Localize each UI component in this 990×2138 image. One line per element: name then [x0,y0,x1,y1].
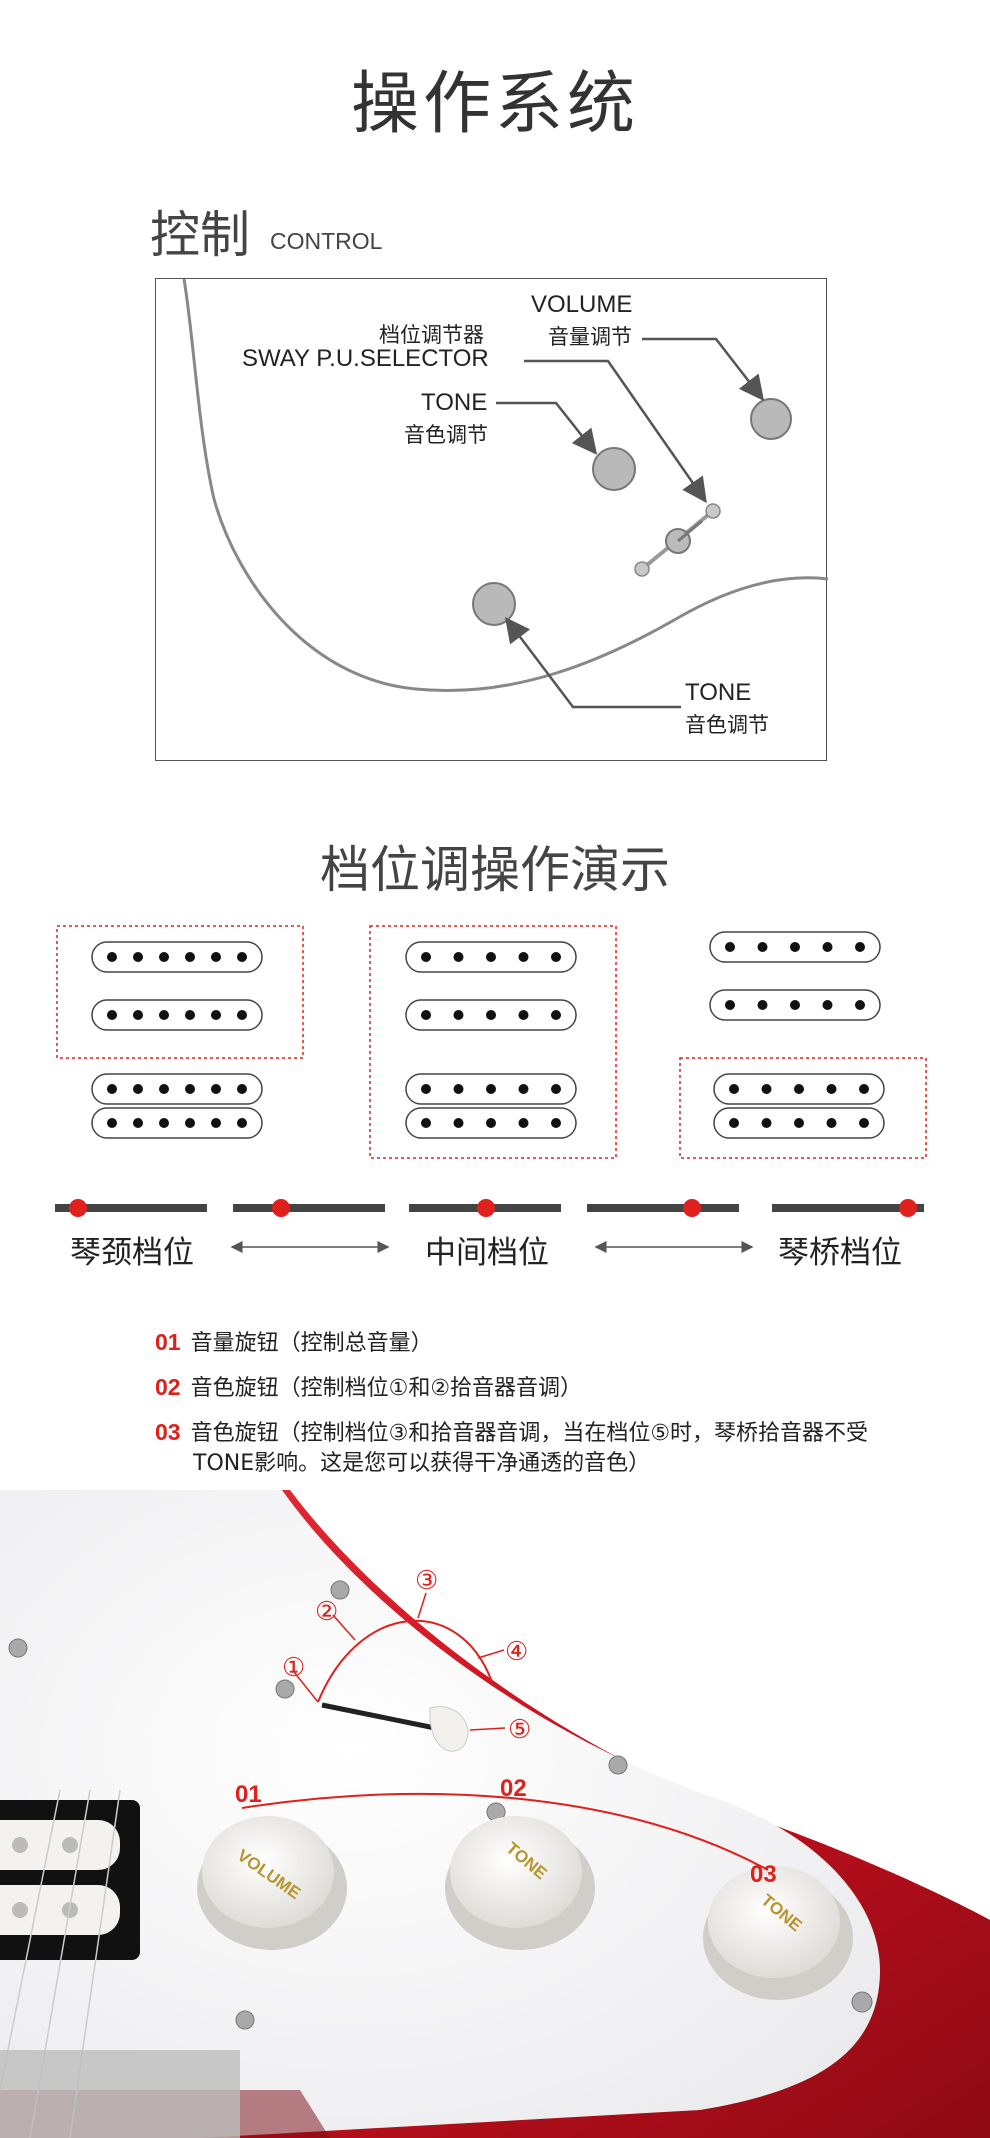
position-4-label: ④ [505,1636,528,1666]
note-number: 02 [155,1374,181,1400]
neck-position-label: 琴颈档位 [70,1235,194,1271]
middle-selection-box [369,925,617,1159]
middle-position-label: 中间档位 [425,1235,549,1271]
tone-knob-2: TONE [703,1866,853,2000]
control-diagram: VOLUME 音量调节 档位调节器 SWAY P.U.SELECTOR TONE… [155,278,828,761]
volume-knob-icon [750,398,792,440]
tone1-arrow [496,401,598,455]
screw-icon [851,1991,873,2013]
volume-arrow [642,337,765,401]
tone1-label: TONE [421,389,488,416]
position-1-label: ① [282,1652,305,1682]
switch-position-3 [409,1199,561,1217]
screw-icon [235,2010,255,2030]
demo-title: 档位调操作演示 [320,841,670,899]
note-text: 音色旋钮（控制档位③和拾音器音调，当在档位⑤时，琴桥拾音器不受 [190,1421,869,1446]
selector-slot [321,1702,436,1731]
screw-icon [608,1755,628,1775]
tone2-label-cn: 音色调节 [685,713,769,737]
control-title-en: CONTROL [270,228,383,254]
tone2-arrow [504,617,681,709]
knob-2-number: 02 [500,1775,527,1802]
switch-dot-icon [272,1199,290,1217]
pickup-coil-icon [91,1107,263,1139]
selector-label-cn: 档位调节器 [379,323,484,347]
switch-position-2 [233,1199,385,1217]
pickup-coil-icon [405,999,577,1031]
pickup-coil-icon [91,941,263,973]
screw-icon [275,1679,295,1699]
tone-knob-1-icon [592,447,636,491]
pickguard-outline [182,279,828,693]
switch-dot-icon [899,1199,917,1217]
page-title: 操作系统 [350,65,639,144]
note-3: 03 音色旋钮（控制档位③和拾音器音调，当在档位⑤时，琴桥拾音器不受 [155,1415,868,1447]
pickup-coil-icon [405,1107,577,1139]
switch-dot-icon [477,1199,495,1217]
bridge-position-label: 琴桥档位 [778,1235,902,1271]
selector-arrow [524,359,707,504]
selector-tip [429,1706,469,1752]
selector-end-icon [705,503,721,519]
note-1: 01 音量旋钮（控制总音量） [155,1325,433,1357]
pickup-coil-icon [91,1073,263,1105]
pickup-coil-icon [709,989,881,1021]
volume-label-cn: 音量调节 [548,325,632,349]
pickguard [0,1490,880,2138]
screw-icon [330,1580,350,1600]
tone-knob-1: TONE [445,1816,595,1950]
pickup-demo-svg [55,925,927,1217]
screw-icon [8,1638,28,1658]
note-text: 音色旋钮（控制档位①和②拾音器音调） [190,1376,583,1401]
volume-label: VOLUME [531,291,633,318]
guitar-photo: ① ② ③ ④ ⑤ VOLUME TONE TONE 01 02 03 [0,1490,990,2138]
position-3-label: ③ [415,1565,438,1595]
switch-dot-icon [683,1199,701,1217]
knob-3-number: 03 [750,1861,777,1888]
pickup-coil-icon [713,1073,885,1105]
control-title-cn: 控制 [150,206,250,264]
switch-dot-icon [69,1199,87,1217]
position-arc [317,1619,493,1703]
selector-label: SWAY P.U.SELECTOR [242,345,489,372]
bridge-selection-box [679,1057,927,1159]
note-2: 02 音色旋钮（控制档位①和②拾音器音调） [155,1370,582,1402]
bridge [0,2050,240,2138]
switch-position-1 [55,1199,207,1217]
volume-knob: VOLUME [197,1816,347,1950]
knob-1-number: 01 [235,1781,262,1808]
note-number: 01 [155,1329,181,1355]
switch-position-5 [772,1199,924,1217]
pickup-group [91,931,885,1139]
tone-knob-2-icon [472,582,516,626]
position-2-label: ② [315,1596,338,1626]
selector-end-icon [634,561,650,577]
double-arrows-svg [230,1241,754,1253]
pickup-coil-icon [405,941,577,973]
note-3-continuation: TONE影响。这是您可以获得干净通透的音色） [193,1451,651,1476]
pickup-coil-icon [713,1107,885,1139]
tone2-label: TONE [685,679,752,706]
control-diagram-svg [182,279,828,709]
switch-position-4 [587,1199,739,1217]
note-number: 03 [155,1419,181,1445]
pickup-coil-icon [91,999,263,1031]
neck-selection-box [56,925,304,1059]
knob-arc [241,1792,769,1871]
tone1-label-cn: 音色调节 [404,423,488,447]
pickup-coil-icon [405,1073,577,1105]
note-text: 音量旋钮（控制总音量） [190,1331,433,1356]
pickup-coil-icon [709,931,881,963]
position-5-label: ⑤ [508,1714,531,1744]
